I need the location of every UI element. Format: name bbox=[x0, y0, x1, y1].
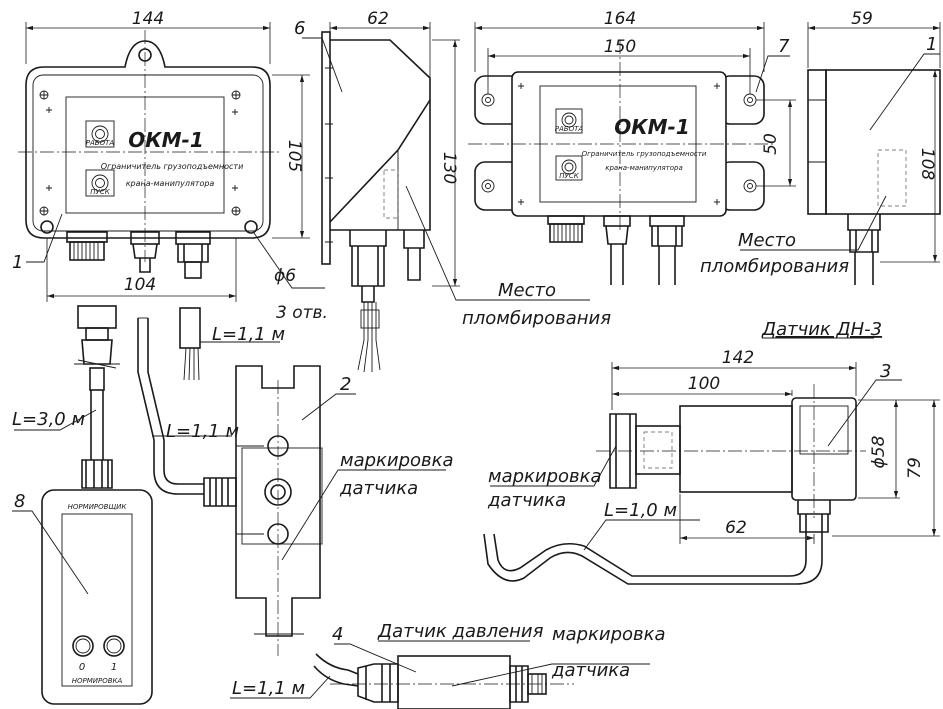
normalizer-top-label: НОРМИРОВЩИК bbox=[68, 503, 128, 511]
side-dim-height: 130 bbox=[439, 152, 459, 184]
sensor2-marking-2: датчика bbox=[339, 478, 418, 499]
controller-side-view: 6 62 130 Место пломбирования bbox=[294, 9, 611, 373]
normalizer-bottom-label: НОРМИРОВКА bbox=[72, 677, 123, 685]
normalizer-part-number: 8 bbox=[14, 491, 25, 512]
variant-subtitle-2: крана-манипулятора bbox=[605, 164, 683, 172]
normalizer-button1-label: 1 bbox=[111, 662, 117, 673]
variant-title: ОКМ-1 bbox=[614, 115, 689, 139]
seal-1-line2: пломбирования bbox=[462, 308, 611, 329]
controller-variant-side-view: 59 108 1 Место пломбирования bbox=[700, 9, 941, 285]
pressure-part-number: 4 bbox=[332, 624, 343, 645]
cable-a-length: L=1,1 м bbox=[212, 324, 285, 345]
seal-2-line2: пломбирования bbox=[700, 256, 849, 277]
front-subtitle-1: Ограничитель грузоподъемности bbox=[101, 162, 244, 171]
dn3-marking-2: датчика bbox=[487, 490, 566, 511]
pressure-marking-1: маркировка bbox=[552, 624, 666, 645]
normalizer-button0-label: 0 bbox=[79, 662, 85, 673]
front-subtitle-2: крана-манипулятора bbox=[126, 179, 215, 188]
front-title: ОКМ-1 bbox=[128, 128, 203, 152]
variant-dim-mount: 50 bbox=[761, 133, 781, 155]
variant-part-number: 7 bbox=[778, 36, 790, 57]
dn3-dim-total: 142 bbox=[722, 348, 754, 368]
front-gland-right bbox=[175, 231, 211, 279]
variant-gland-right bbox=[649, 215, 685, 285]
side-dim-depth: 62 bbox=[367, 9, 389, 29]
variant-gland-left bbox=[547, 215, 585, 243]
variant-side-part-number: 1 bbox=[926, 34, 937, 55]
front-button2-label: ПУСК bbox=[90, 188, 110, 196]
side-part-number: 6 bbox=[294, 18, 305, 39]
front-holes-count: 3 отв. bbox=[276, 303, 328, 323]
cable-e-length: L=1,1 м bbox=[232, 678, 305, 699]
variant-gland-mid bbox=[603, 215, 631, 285]
pressure-marking-2: датчика bbox=[551, 660, 630, 681]
cable-d-length: L=1,0 м bbox=[604, 500, 677, 521]
sensor-2: 2 маркировка датчика bbox=[203, 365, 454, 656]
cable-b-length: L=1,1 м bbox=[166, 421, 239, 442]
pressure-title: Датчик давления bbox=[377, 621, 544, 642]
dn3-title: Датчик ДН-3 bbox=[761, 319, 882, 340]
variant-dim-inner: 150 bbox=[604, 37, 636, 57]
dn3-dim-base: 62 bbox=[725, 518, 747, 538]
dn3-marking-1: маркировка bbox=[488, 466, 602, 487]
pressure-sensor: Датчик давления 4 маркировка датчика L=1… bbox=[230, 621, 666, 709]
variant-dim-outer: 164 bbox=[604, 9, 636, 29]
sensor2-marking-1: маркировка bbox=[340, 450, 454, 471]
front-part-number: 1 bbox=[12, 252, 23, 273]
variant-button1-label: РАБОТА bbox=[555, 125, 584, 133]
front-dim-height: 105 bbox=[284, 140, 304, 172]
variant-side-dim-depth: 59 bbox=[851, 9, 873, 29]
sensor2-part-number: 2 bbox=[340, 374, 351, 395]
seal-2-line1: Место bbox=[738, 230, 796, 251]
variant-side-dim-height: 108 bbox=[917, 148, 937, 181]
front-button1-label: РАБОТА bbox=[86, 139, 115, 147]
dn3-dim-body: 100 bbox=[688, 374, 720, 394]
front-dim-width: 144 bbox=[132, 9, 164, 29]
variant-subtitle-1: Ограничитель грузоподъемности bbox=[582, 150, 707, 158]
dn3-part-number: 3 bbox=[880, 361, 891, 382]
controller-variant-view: РАБОТА ПУСК ОКМ-1 Ограничитель грузоподъ… bbox=[468, 9, 796, 285]
cable-c-length: L=3,0 м bbox=[12, 409, 85, 430]
controller-front-view: РАБОТА ПУСК ОКМ-1 Ограничитель грузоподъ… bbox=[12, 9, 328, 323]
front-dim-holes: 104 bbox=[124, 275, 156, 295]
dn3-dim-height: 79 bbox=[905, 457, 925, 479]
sensor-dn3: Датчик ДН-3 L=1,0 м 142 100 ϕ58 79 bbox=[483, 319, 940, 585]
cable-assemblies: L=1,1 м L=1,1 м L=3,0 м bbox=[12, 305, 285, 495]
seal-1-line1: Место bbox=[498, 280, 556, 301]
front-gland-left bbox=[66, 231, 108, 261]
front-hole-diameter: ϕ6 bbox=[274, 266, 296, 286]
variant-button2-label: ПУСК bbox=[559, 172, 579, 180]
dn3-dim-diameter: ϕ58 bbox=[869, 435, 889, 468]
front-gland-middle bbox=[130, 231, 160, 273]
normalizer-device: НОРМИРОВЩИК 0 1 НОРМИРОВКА 8 bbox=[12, 489, 153, 705]
